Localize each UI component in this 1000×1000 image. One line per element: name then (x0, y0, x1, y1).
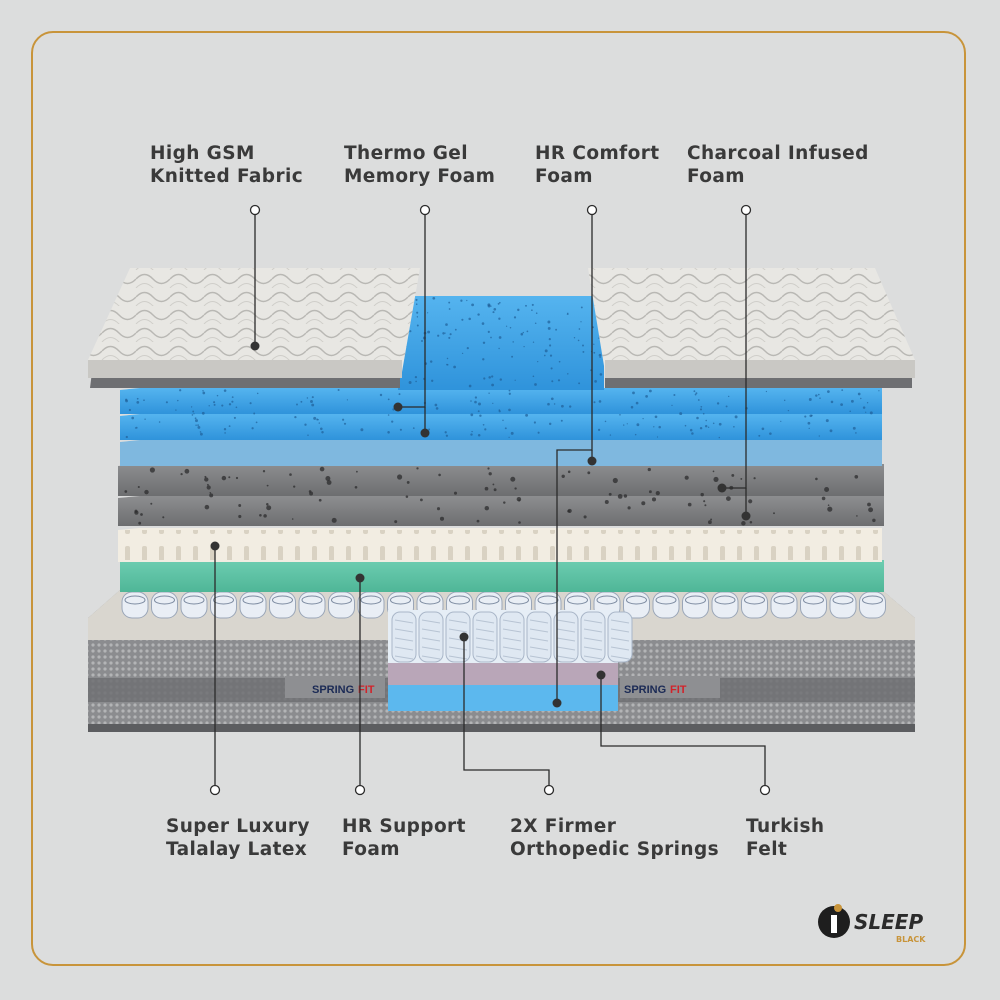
label-thermo-gel-memory-foam: Thermo Gel Memory Foam (344, 143, 496, 187)
isleep-black-logo: SLEEP BLACK (818, 904, 926, 944)
svg-text:FIT: FIT (670, 684, 687, 696)
svg-text:FIT: FIT (358, 684, 375, 696)
svg-text:SPRING: SPRING (312, 684, 354, 696)
springfit-tag-left: SPRING FIT (285, 676, 385, 698)
label-super-luxury-talalay-latex: Super Luxury Talalay Latex (166, 816, 310, 860)
leader-dots (209, 204, 771, 796)
hr-comfort-foam-layer (120, 440, 882, 466)
hr-support-foam-layer (120, 560, 884, 592)
gel-foam-center-block (398, 296, 604, 390)
label-2x-firmer-orthopedic-springs: 2X Firmer Orthopedic Springs (510, 816, 720, 860)
orthopedic-springs-core (391, 611, 633, 663)
cutaway-core (388, 610, 633, 711)
gel-foam-layer-1 (120, 388, 882, 414)
charcoal-foam-layer-2 (118, 496, 884, 526)
label-high-gsm-knitted-fabric: High GSM Knitted Fabric (150, 143, 304, 187)
border-frame (31, 31, 966, 966)
svg-text:BLACK: BLACK (896, 935, 926, 944)
knitted-fabric-pillow-right (588, 268, 915, 388)
springfit-tag-right: SPRING FIT (620, 676, 720, 698)
label-turkish-felt: Turkish Felt (746, 816, 825, 860)
gel-specks (125, 296, 880, 439)
svg-text:SLEEP: SLEEP (854, 910, 923, 934)
label-hr-comfort-foam: HR Comfort Foam (535, 143, 660, 187)
charcoal-foam-layer-1 (118, 464, 884, 496)
knitted-fabric-pillow-left (88, 268, 420, 388)
label-hr-support-foam: HR Support Foam (342, 816, 466, 860)
talalay-latex-layer (118, 528, 882, 562)
svg-text:SPRING: SPRING (624, 684, 666, 696)
charcoal-specks (124, 466, 876, 526)
leader-lines (214, 210, 766, 790)
label-charcoal-infused-foam: Charcoal Infused Foam (687, 143, 869, 187)
